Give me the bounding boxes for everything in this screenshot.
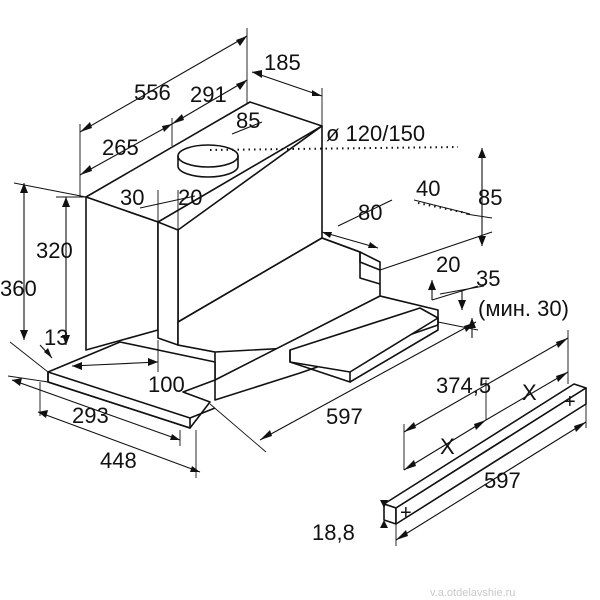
hood-right-step (321, 237, 381, 284)
label-x-right: X (522, 380, 537, 405)
label-320: 320 (36, 238, 73, 263)
label-185: 185 (264, 50, 301, 75)
panel-plus-left: + (400, 502, 412, 524)
front-panel-long-face (395, 387, 587, 525)
front-panel-front-face (383, 503, 397, 525)
label-40: 40 (416, 176, 440, 201)
label-291: 291 (190, 82, 227, 107)
hood-visor-lip (289, 350, 351, 383)
label-13: 13 (44, 325, 68, 350)
duct-collar-side (177, 156, 239, 178)
dimension-labels: 556 291 185 265 85 ø 120/150 30 20 320 3… (0, 50, 569, 545)
watermark-text: v.a.otdelavshie.ru (430, 587, 515, 599)
hood-bottom-tray-edge (47, 372, 191, 429)
arrow-heads (12, 36, 486, 472)
duct-collar-top (177, 144, 239, 168)
label-35: 35 (476, 266, 500, 291)
label-556: 556 (134, 80, 171, 105)
label-30: 30 (120, 185, 144, 210)
label-85-top: 85 (236, 108, 260, 133)
label-100: 100 (148, 372, 185, 397)
dimension-lines (7, 28, 493, 478)
label-20-top: 20 (178, 185, 202, 210)
label-85-right: 85 (478, 185, 502, 210)
label-265: 265 (102, 135, 139, 160)
panel-plus-right: + (564, 391, 576, 413)
label-374-5: 374,5 (436, 373, 491, 398)
label-597-panel: 597 (484, 468, 521, 493)
label-293: 293 (72, 403, 109, 428)
label-448: 448 (100, 448, 137, 473)
label-18-8: 18,8 (312, 520, 355, 545)
label-80: 80 (358, 200, 382, 225)
hood-bottom-tray-top (47, 371, 216, 419)
label-min-30: (мин. 30) (478, 296, 569, 321)
hood-front-column (157, 221, 179, 346)
label-597-main: 597 (326, 404, 363, 429)
label-diameter: ø 120/150 (326, 121, 425, 146)
hood-body (47, 101, 439, 429)
label-x-left: X (440, 434, 455, 459)
front-panel-drawing: + + (380, 330, 587, 546)
hood-front-face (85, 196, 159, 351)
label-360: 360 (0, 276, 37, 301)
hood-step-inner (359, 252, 381, 271)
label-20-right: 20 (436, 252, 460, 277)
